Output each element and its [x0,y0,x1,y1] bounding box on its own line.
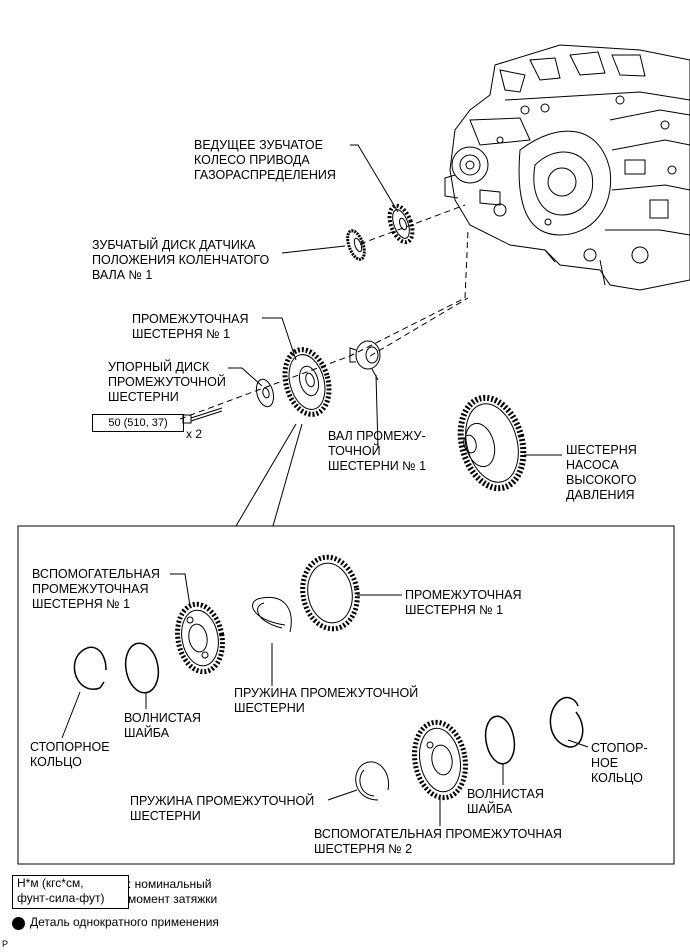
label-line: ВЕДУЩЕЕ ЗУБЧАТОЕ [194,138,323,152]
label-line: ПОЛОЖЕНИЯ КОЛЕНЧАТОГО [92,253,270,267]
label-line: ДАВЛЕНИЯ [566,488,635,502]
label-line: ЗУБЧАТЫЙ ДИСК ДАТЧИКА [92,238,256,252]
label-line: КОЛЕСО ПРИВОДА [194,153,310,167]
label-line: ШЕСТЕРНЯ № 2 [314,842,413,856]
single-use-dot-icon [12,917,25,930]
label-line: ПРОМЕЖУТОЧНАЯ [132,312,249,326]
label-line: ТОЧНОЙ [328,444,381,458]
label-line: ШЕСТЕРНИ [130,809,201,823]
pump-drive-gear [457,394,527,492]
label-line: ВЫСОКОГО [566,473,637,487]
inset-sub-gear-1 [175,601,225,675]
label-line: ПРОМЕЖУТОЧНАЯ [32,582,149,596]
torque-spec-box: 50 (510, 37) [92,414,184,432]
label-line: ПРОМЕЖУТОЧНАЯ [405,588,522,602]
label-line: ВСПОМОГАТЕЛЬНАЯ [32,567,160,581]
figure-code: P [2,939,9,949]
label-line: ПРУЖИНА ПРОМЕЖУТОЧНОЙ [130,794,315,808]
label-line: ВОЛНИСТАЯ [124,711,201,725]
label-wave-washer-2: ВОЛНИСТАЯ ШАЙБА [467,787,544,817]
label-idler-thrust-plate: УПОРНЫЙ ДИСК ПРОМЕЖУТОЧНОЙ ШЕСТЕРНИ [108,360,226,405]
label-line: ШЕСТЕРНЯ № 1 [405,603,504,617]
single-use-legend: Деталь однократного применения [30,915,219,929]
legend-line: Н*м (кгс*см, [17,876,84,890]
label-spring-2: ПРУЖИНА ПРОМЕЖУТОЧНОЙ ШЕСТЕРНИ [130,794,314,824]
legend-line: момент затяжки [128,892,218,906]
label-snap-ring-1: СТОПОРНОЕ КОЛЬЦО [30,740,110,770]
leader-lines-upper [228,144,562,527]
label-sub-gear-1: ВСПОМОГАТЕЛЬНАЯ ПРОМЕЖУТОЧНАЯ ШЕСТЕРНЯ №… [32,567,160,612]
inset-snap-ring-2 [549,696,584,748]
label-line: ВСПОМОГАТЕЛЬНАЯ ПРОМЕЖУТОЧНАЯ [314,827,562,841]
label-line: ПРУЖИНА ПРОМЕЖУТОЧНОЙ [234,686,419,700]
label-line: УПОРНЫЙ ДИСК [108,360,210,374]
label-line: ШЕСТЕРНЯ № 1 [132,327,231,341]
idler-gear-1 [282,347,332,417]
alignment-lines [179,204,469,420]
inset-sub-gear-2 [412,719,468,801]
label-line: ВОЛНИСТАЯ [467,787,544,801]
label-line: ГАЗОРАСПРЕДЕЛЕНИЯ [194,168,336,182]
label-line: ВАЛА № 1 [92,268,153,282]
inset-idler-gear-1 [300,554,360,632]
label-line: ШАЙБА [467,802,513,816]
torque-unit-description: : номинальный момент затяжки [128,877,217,907]
label-line: ШЕСТЕРНЯ [566,443,637,457]
label-pump-drive-gear: ШЕСТЕРНЯ НАСОСА ВЫСОКОГО ДАВЛЕНИЯ [566,443,637,503]
label-line: КОЛЬЦО [591,771,643,785]
inset-snap-ring-1 [73,646,107,690]
label-line: ШЕСТЕРНИ № 1 [328,459,427,473]
label-line: КОЛЬЦО [30,755,82,769]
crank-sensor-plate [346,229,366,261]
label-line: ШЕСТЕРНИ [108,390,179,404]
inset-frame [17,525,675,865]
inset-spring-2 [355,761,390,801]
torque-unit-legend: Н*м (кгс*см, фунт-сила-фут) [12,875,129,909]
label-crank-sensor-plate: ЗУБЧАТЫЙ ДИСК ДАТЧИКА ПОЛОЖЕНИЯ КОЛЕНЧАТ… [92,238,269,283]
label-idler-gear-1: ПРОМЕЖУТОЧНАЯ ШЕСТЕРНЯ № 1 [132,312,249,342]
label-line: ШЕСТЕРНЯ № 1 [32,597,131,611]
label-line: СТОПОРНОЕ [30,740,110,754]
inset-wave-washer-1 [124,642,160,694]
inset-spring-1 [252,596,292,633]
label-line: СТОПОР- [591,741,648,755]
legend-line: фунт-сила-фут) [17,891,105,905]
leader-lines-inset [61,573,589,826]
label-line: ШАЙБА [124,726,170,740]
label-line: ПРОМЕЖУТОЧНОЙ [108,375,226,389]
label-crankshaft-timing-gear: ВЕДУЩЕЕ ЗУБЧАТОЕ КОЛЕСО ПРИВОДА ГАЗОРАСП… [194,138,336,183]
label-line: ШЕСТЕРНИ [234,701,305,715]
idler-thrust-plate [255,378,275,408]
label-line: ВАЛ ПРОМЕЖУ- [328,429,426,443]
idler-shaft [349,340,381,381]
label-sub-gear-2: ВСПОМОГАТЕЛЬНАЯ ПРОМЕЖУТОЧНАЯ ШЕСТЕРНЯ №… [314,827,562,857]
bolt-count: x 2 [186,427,203,441]
label-spring-1: ПРУЖИНА ПРОМЕЖУТОЧНОЙ ШЕСТЕРНИ [234,686,418,716]
legend-line: : номинальный [128,877,212,891]
label-idler-shaft: ВАЛ ПРОМЕЖУ- ТОЧНОЙ ШЕСТЕРНИ № 1 [328,429,426,474]
inset-wave-washer-2 [484,715,516,765]
label-line: НОЕ [591,756,619,770]
label-snap-ring-2: СТОПОР- НОЕ КОЛЬЦО [591,741,648,786]
label-wave-washer-1: ВОЛНИСТАЯ ШАЙБА [124,711,201,741]
engine-block [444,44,690,291]
crankshaft-timing-gear [387,203,415,245]
label-line: НАСОСА [566,458,619,472]
label-inset-idler-gear-1: ПРОМЕЖУТОЧНАЯ ШЕСТЕРНЯ № 1 [405,588,522,618]
